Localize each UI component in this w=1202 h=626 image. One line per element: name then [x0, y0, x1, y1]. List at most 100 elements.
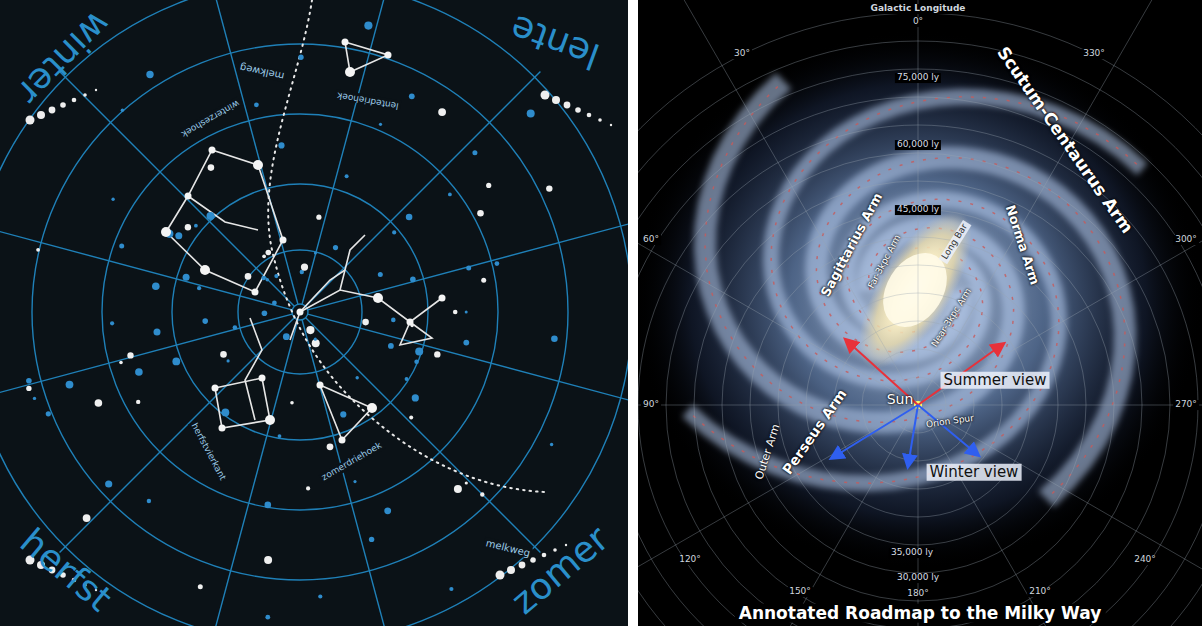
star-dot	[298, 55, 303, 60]
star-dot	[254, 102, 259, 107]
constellation-lines	[166, 42, 442, 440]
star-dot	[207, 212, 215, 220]
star-dot	[546, 185, 552, 191]
radial-line	[308, 314, 628, 400]
star-dot	[121, 109, 124, 112]
star-dot	[434, 351, 440, 357]
bright-star	[252, 289, 259, 296]
longitude-number: 90°	[641, 400, 661, 410]
star-dot	[486, 183, 491, 188]
winter-arrow	[908, 405, 918, 466]
star-dot	[135, 368, 143, 376]
star-dot	[119, 361, 123, 365]
bright-star	[373, 293, 383, 303]
magnitude-dot	[95, 89, 97, 91]
longitude-line	[638, 405, 918, 406]
star-dot	[333, 245, 338, 250]
magnitude-dot	[519, 562, 526, 569]
longitude-line	[918, 155, 1202, 405]
star-dot	[146, 71, 153, 78]
star-dot	[278, 142, 284, 148]
magnitude-dot	[541, 91, 550, 100]
magnitude-dot	[37, 111, 45, 119]
star-dot	[314, 252, 317, 255]
longitude-line	[918, 405, 1168, 626]
bright-star	[185, 193, 192, 200]
bright-star	[219, 425, 226, 432]
radial-line	[308, 224, 628, 310]
view-label: Winter view	[927, 464, 1022, 481]
radial-line	[306, 318, 541, 553]
star-dot	[306, 486, 310, 490]
star-dot	[105, 480, 112, 487]
star-dot	[454, 485, 462, 493]
longitude-number: 240°	[1132, 555, 1158, 565]
radial-line	[302, 0, 388, 304]
star-dot	[262, 254, 266, 258]
star-dot	[233, 325, 238, 330]
star-dot	[202, 318, 208, 324]
star-dot	[477, 210, 484, 217]
star-dot	[415, 348, 423, 356]
star-dot	[466, 266, 471, 271]
longitude-number: 300°	[1173, 235, 1199, 245]
star-dot	[208, 164, 215, 171]
longitude-number: 270°	[1173, 400, 1199, 410]
star-dot	[301, 264, 308, 271]
star-dot	[110, 321, 114, 325]
star-dot	[266, 278, 270, 282]
star-dot	[327, 443, 334, 450]
star-dot	[353, 480, 356, 483]
distance-label: 35,000 ly	[889, 548, 935, 558]
star-dot	[449, 587, 453, 591]
bright-star	[345, 67, 355, 77]
star-dot	[194, 224, 198, 228]
longitude-number: 120°	[677, 555, 703, 565]
star-dot	[306, 326, 314, 334]
star-dot	[119, 244, 124, 249]
star-dots	[26, 22, 613, 620]
magnitude-dot	[530, 557, 536, 563]
star-dot	[405, 377, 409, 381]
star-dot	[198, 584, 203, 589]
winter-arrow	[832, 405, 918, 458]
bright-star	[407, 319, 414, 326]
star-dot	[527, 109, 535, 117]
caption: Annotated Roadmap to the Milky Way	[735, 604, 1106, 623]
radial-line	[306, 72, 541, 307]
star-dot	[265, 502, 272, 509]
star-dot	[314, 338, 317, 341]
magnitude-dot	[610, 124, 612, 126]
magnitude-dot	[496, 571, 505, 580]
bright-star	[259, 375, 266, 382]
longitude-line	[638, 405, 918, 626]
star-dot	[362, 319, 369, 326]
longitude-number: 150°	[787, 587, 813, 597]
star-dot	[136, 400, 140, 404]
star-dot	[453, 310, 458, 315]
magnitude-dot	[49, 107, 56, 114]
star-dot	[83, 514, 91, 522]
star-dot	[318, 594, 322, 598]
star-dot	[364, 22, 372, 30]
star-dot	[262, 311, 268, 317]
star-dot	[283, 333, 290, 340]
longitude-number: 210°	[1027, 587, 1053, 597]
star-dot	[245, 273, 252, 280]
star-dot	[409, 416, 413, 420]
star-dot	[127, 352, 133, 358]
star-dot	[261, 276, 266, 281]
longitude-number: 330°	[1081, 49, 1107, 59]
longitude-line	[918, 405, 1202, 406]
star-dot	[465, 311, 468, 314]
longitude-line	[638, 155, 918, 405]
star-dot	[550, 443, 553, 446]
distance-label: 30,000 ly	[895, 573, 941, 583]
star-dot	[272, 301, 277, 306]
star-dot	[465, 481, 468, 484]
bright-star	[385, 52, 392, 59]
radial-line	[0, 314, 292, 400]
star-dot	[175, 232, 182, 239]
bright-star	[209, 147, 216, 154]
view-label: Summer view	[941, 372, 1050, 389]
